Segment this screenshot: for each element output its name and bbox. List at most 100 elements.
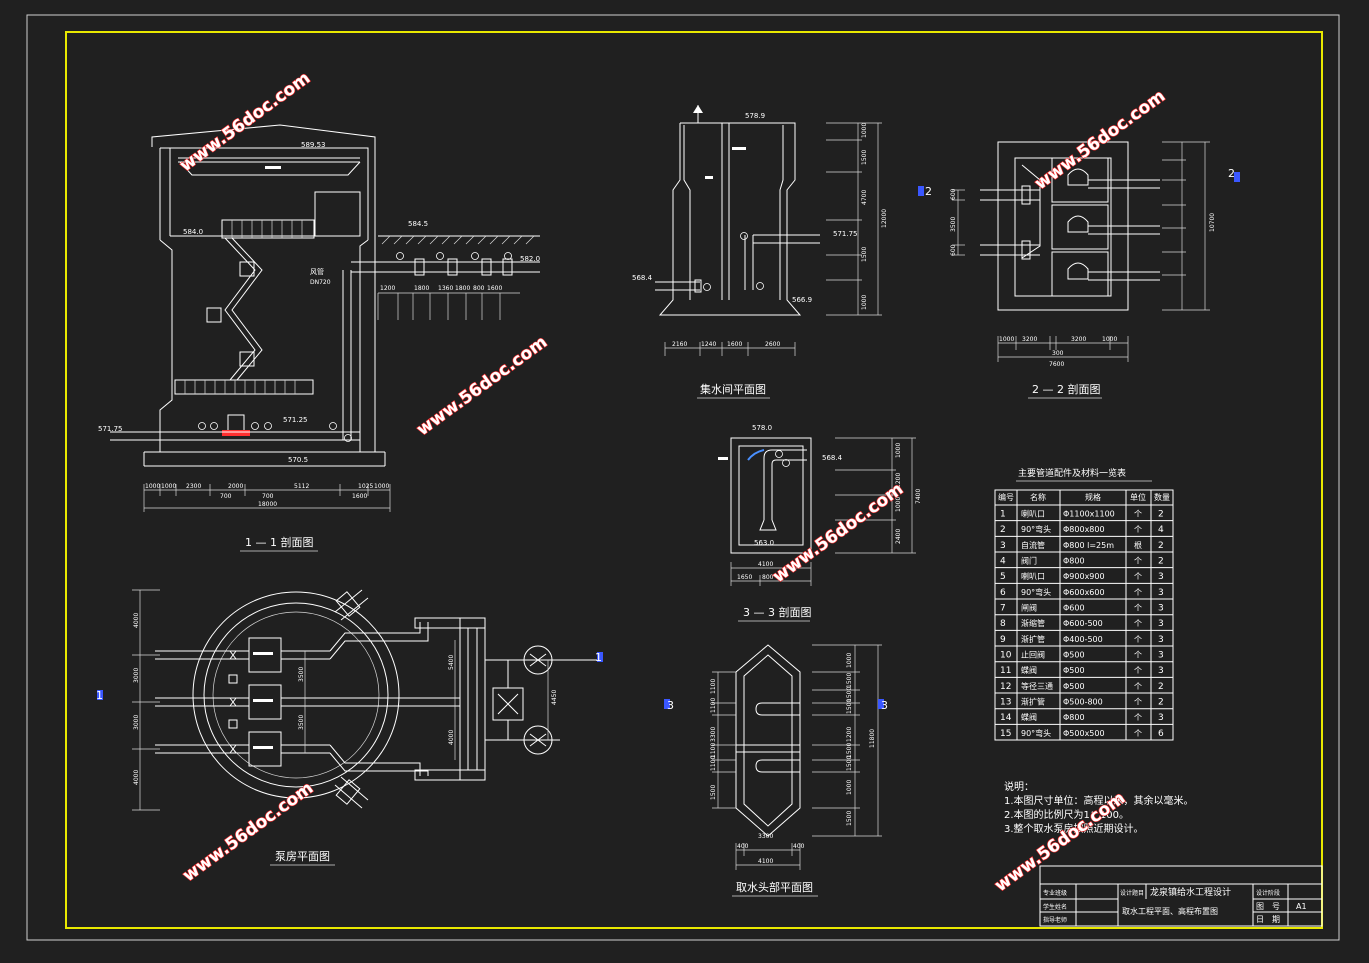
sec1-mark-left: 1	[96, 689, 103, 702]
ih-dim-r3: 1500	[846, 699, 853, 714]
section-2-2-drawing	[918, 141, 1240, 362]
ih-dim-b0: 400	[737, 843, 749, 850]
sec2-mark-right: 2	[1228, 167, 1235, 180]
ih-dim-r6: 1500	[846, 756, 853, 771]
watermark-3: www.56doc.com	[179, 778, 317, 886]
notes-line-2: 2.本图的比例尺为1：100。	[1004, 808, 1129, 821]
intake-head-labels: 3 3 1000 1500 1500 1500 1200 1500 1500 1…	[667, 653, 888, 897]
s22-dim-b4: 1000	[1102, 336, 1117, 343]
row-name: 90°弯头	[1021, 728, 1051, 738]
row-name: 渐扩管	[1021, 634, 1045, 644]
caption-intake-head: 取水头部平面图	[736, 880, 813, 894]
row-no: 2	[1000, 525, 1006, 535]
s33-dim-b1: 1650	[737, 574, 752, 581]
dim-1-1-t0: 1200	[380, 285, 395, 292]
air-pipe-size: DN720	[310, 279, 331, 286]
row-no: 11	[1000, 666, 1011, 676]
row-unit: 个	[1134, 604, 1142, 613]
title-block: 专业班级 学生姓名 指导老师 设计题目 龙泉镇给水工程设计 取水工程平面、高程布…	[1039, 865, 1323, 927]
section-2-2-labels: 2 2 1000 3200 300 3200 1000 7600 10700 6…	[925, 167, 1235, 399]
materials-table-title: 主要管道配件及材料一览表	[1018, 467, 1126, 479]
sec3-mark-left: 3	[667, 699, 674, 712]
section-1-1-drawing	[110, 124, 540, 512]
row-spec: Φ800	[1063, 557, 1085, 566]
tb-label-major: 专业班级	[1043, 889, 1067, 897]
s22-dim-b3: 3200	[1071, 336, 1086, 343]
row-unit: 个	[1134, 557, 1142, 566]
row-spec: Φ500	[1063, 666, 1085, 675]
dim-1-1-b0: 1000	[145, 483, 160, 490]
row-name: 90°弯头	[1021, 587, 1051, 597]
row-no: 10	[1000, 651, 1012, 661]
s33-dim-r2: 1000	[895, 497, 902, 512]
s33-dim-r3: 2400	[895, 529, 902, 544]
row-qty: 3	[1158, 713, 1164, 723]
row-name: 阀门	[1021, 556, 1037, 566]
sec3-mark-right: 3	[881, 699, 888, 712]
row-spec: Φ900x900	[1063, 572, 1105, 581]
row-no: 14	[1000, 713, 1012, 723]
row-qty: 3	[1158, 635, 1164, 645]
row-spec: Φ800x800	[1063, 525, 1105, 534]
dim-1-1-b5: 1025	[358, 483, 373, 490]
row-no: 9	[1000, 635, 1006, 645]
caption-section-3-3: 3 — 3 剖面图	[743, 605, 812, 619]
cw-dim-r4: 1000	[861, 295, 868, 310]
ih-dim-l5: 1500	[710, 785, 717, 800]
s22-total-r: 10700	[1209, 213, 1216, 232]
cw-dim-r0: 1000	[861, 123, 868, 138]
tb-label-stage: 设计阶段	[1256, 889, 1280, 897]
watermark-1: www.56doc.com	[176, 68, 314, 176]
row-name: 止回阀	[1021, 650, 1045, 660]
watermark-4: www.56doc.com	[769, 479, 907, 587]
row-qty: 3	[1158, 651, 1164, 661]
row-qty: 4	[1158, 525, 1164, 535]
dim-1-1-t3: 1800	[455, 285, 470, 292]
ih-total-r: 11800	[869, 729, 876, 748]
row-no: 4	[1000, 557, 1006, 567]
dim-1-1-b6: 1000	[374, 483, 389, 490]
tb-label-date: 日 期	[1256, 915, 1280, 924]
row-unit: 个	[1134, 588, 1142, 597]
section-1-1-labels: 589.53 584.0 584.5 582.0 571.25 571.75 5…	[98, 141, 540, 552]
s22-total-b: 7600	[1049, 361, 1064, 368]
row-qty: 6	[1158, 729, 1164, 739]
row-name: 自流管	[1021, 540, 1045, 550]
cw-dim-r3: 1500	[861, 247, 868, 262]
row-unit: 根	[1134, 540, 1142, 550]
drawing-border	[65, 31, 1323, 929]
th-spec: 规格	[1085, 492, 1101, 502]
ih-dim-r2: 1500	[846, 687, 853, 702]
tb-drawing-name: 取水工程平面、高程布置图	[1122, 906, 1218, 916]
dim-1-1-t4: 800	[473, 285, 485, 292]
intake-head-drawing	[664, 644, 884, 870]
elev-584-5: 584.5	[408, 220, 428, 228]
row-no: 13	[1000, 698, 1011, 708]
ph-dim-m0: 3500	[298, 667, 305, 682]
ih-dim-l2: 3300	[710, 727, 717, 742]
row-name: 蝶阀	[1021, 712, 1037, 722]
ih-dim-r7: 1000	[846, 780, 853, 795]
s33-elev-right: 568.4	[822, 454, 843, 462]
tb-label-drawing-no: 图 号	[1256, 902, 1280, 911]
caption-section-1-1: 1 — 1 剖面图	[245, 535, 314, 549]
s33-dim-b0: 4100	[758, 561, 773, 568]
elev-571-75: 571.75	[98, 425, 123, 433]
row-qty: 2	[1158, 698, 1164, 708]
row-no: 5	[1000, 572, 1006, 582]
row-unit: 个	[1134, 651, 1142, 660]
dim-1-1-t1: 1800	[414, 285, 429, 292]
notes-block: 说明： 1.本图尺寸单位：高程以米，其余以毫米。 2.本图的比例尺为1：100。…	[1004, 780, 1194, 835]
ih-dim-r5: 1500	[846, 743, 853, 758]
row-name: 喇叭口	[1021, 509, 1045, 519]
row-qty: 2	[1158, 510, 1164, 520]
caption-collecting-well: 集水间平面图	[700, 382, 766, 396]
row-name: 等径三通	[1021, 681, 1053, 691]
s22-dim-l1: 3500	[950, 217, 957, 232]
air-pipe-label: 风管	[310, 267, 324, 276]
elev-584-0: 584.0	[183, 228, 203, 236]
cw-elev-left: 568.4	[632, 274, 653, 282]
row-no: 8	[1000, 619, 1006, 629]
row-name: 喇叭口	[1021, 571, 1045, 581]
row-no: 12	[1000, 682, 1011, 692]
